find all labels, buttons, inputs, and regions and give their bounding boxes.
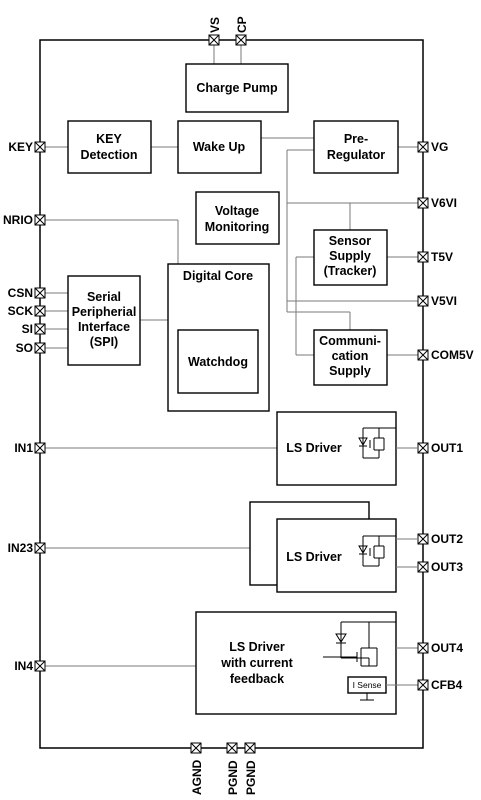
pin-out4[interactable]: OUT4 [417, 641, 463, 655]
pin-pgnd-1[interactable]: PGND [226, 742, 240, 795]
spi-label-line3: Interface [78, 320, 130, 334]
mosfet-icon [323, 621, 397, 667]
ls-driver-4-label-line3: feedback [230, 672, 284, 686]
spi-block: Serial Peripherial Interface (SPI) [67, 275, 141, 366]
wake-up-label: Wake Up [193, 140, 246, 154]
ls-driver-4-label-line1: LS Driver [229, 640, 285, 654]
pin-v5vi-label: V5VI [431, 294, 457, 308]
charge-pump-label: Charge Pump [196, 81, 278, 95]
pin-cp-label: CP [235, 16, 249, 33]
voltage-monitoring-label-line2: Monitoring [205, 220, 270, 234]
pin-cp[interactable]: CP [235, 16, 249, 46]
pin-key[interactable]: KEY [8, 140, 46, 154]
ls-driver-4-label-line2: with current [220, 656, 293, 670]
pin-so[interactable]: SO [16, 341, 46, 355]
pin-cfb4[interactable]: CFB4 [417, 678, 463, 692]
pin-t5v-label: T5V [431, 250, 453, 264]
voltage-monitoring-label-line1: Voltage [215, 204, 259, 218]
pin-vs[interactable]: VS [208, 17, 222, 46]
digital-core-label: Digital Core [183, 269, 253, 283]
spi-label-line2: Peripherial [72, 305, 137, 319]
left-pins: KEY NRIO CSN SCK SI SO IN1 IN23 [3, 140, 46, 673]
pin-v5vi[interactable]: V5VI [417, 294, 457, 308]
watchdog-block [177, 329, 259, 394]
charge-pump-block: Charge Pump [185, 63, 289, 113]
pin-si-label: SI [22, 322, 33, 336]
pin-nrio-label: NRIO [3, 213, 33, 227]
pin-out1[interactable]: OUT1 [396, 441, 463, 455]
pin-agnd-label: AGND [190, 759, 204, 795]
i-sense-label: I Sense [353, 680, 382, 690]
pin-in23-label: IN23 [8, 541, 34, 555]
ls-driver-23-label: LS Driver [286, 550, 342, 564]
pin-in1-label: IN1 [14, 441, 33, 455]
wake-up-block: Wake Up [177, 120, 262, 174]
bottom-pins: AGND PGND PGND [190, 742, 258, 795]
pin-in4-label: IN4 [14, 659, 33, 673]
watchdog-label: Watchdog [188, 355, 248, 369]
mosfet-icon [358, 427, 397, 459]
pin-out4-label: OUT4 [431, 641, 463, 655]
communication-supply-label-line1: Communi- [319, 334, 381, 348]
pin-vg[interactable]: VG [417, 140, 448, 154]
pin-out2-label: OUT2 [431, 532, 463, 546]
ls-driver-1-block: LS Driver [276, 411, 397, 486]
ls-driver-23-block: LS Driver [249, 501, 397, 593]
spi-label-line1: Serial [87, 290, 121, 304]
communication-supply-block: Communi- cation Supply [313, 329, 388, 386]
pin-nrio[interactable]: NRIO [3, 213, 46, 227]
key-detection-label-line2: Detection [81, 148, 138, 162]
pin-com5v-label: COM5V [431, 348, 474, 362]
pin-si[interactable]: SI [22, 322, 46, 336]
pin-agnd[interactable]: AGND [190, 742, 204, 795]
sensor-supply-label-line2: Supply [329, 249, 371, 263]
key-detection-block: KEY Detection [67, 120, 152, 174]
pin-t5v[interactable]: T5V [417, 250, 453, 264]
pin-cfb4-label: CFB4 [431, 678, 463, 692]
pin-sck-label: SCK [8, 304, 34, 318]
communication-supply-label-line2: cation [332, 349, 369, 363]
pin-in1[interactable]: IN1 [14, 441, 46, 455]
pin-v6vi-label: V6VI [431, 196, 457, 210]
pin-v6vi[interactable]: V6VI [417, 196, 457, 210]
digital-core-block: Digital Core Watchdog [167, 263, 270, 412]
pin-csn[interactable]: CSN [8, 286, 46, 300]
pin-out2[interactable]: OUT2 [396, 532, 463, 546]
spi-label-line4: (SPI) [90, 335, 118, 349]
pin-out3[interactable]: OUT3 [396, 560, 463, 574]
pin-in23[interactable]: IN23 [8, 541, 46, 555]
voltage-monitoring-block: Voltage Monitoring [195, 191, 280, 245]
key-detection-label-line1: KEY [96, 132, 122, 146]
communication-supply-label-line3: Supply [329, 364, 371, 378]
right-pins: VG V6VI T5V V5VI COM5V OUT1 OUT2 [396, 140, 474, 692]
pin-pgnd-2-label: PGND [244, 760, 258, 795]
pin-out1-label: OUT1 [431, 441, 463, 455]
sensor-supply-label-line1: Sensor [329, 234, 372, 248]
pin-key-label: KEY [8, 140, 33, 154]
pin-csn-label: CSN [8, 286, 33, 300]
ls-driver-1-label: LS Driver [286, 441, 342, 455]
pin-vg-label: VG [431, 140, 448, 154]
ls-driver-4-block: LS Driver with current feedback I Sense [195, 611, 423, 715]
sensor-supply-label-line3: (Tracker) [324, 264, 377, 278]
pin-pgnd-2[interactable]: PGND [244, 742, 258, 795]
pin-vs-label: VS [208, 17, 222, 33]
pin-com5v[interactable]: COM5V [417, 348, 474, 362]
pin-out3-label: OUT3 [431, 560, 463, 574]
mosfet-icon [358, 535, 397, 567]
pre-regulator-label-line2: Regulator [327, 148, 385, 162]
top-pins: VS CP [208, 16, 249, 46]
pin-pgnd-1-label: PGND [226, 760, 240, 795]
pin-so-label: SO [16, 341, 33, 355]
sensor-supply-block: Sensor Supply (Tracker) [313, 229, 388, 286]
pin-sck[interactable]: SCK [8, 304, 46, 318]
pin-in4[interactable]: IN4 [14, 659, 46, 673]
pre-regulator-block: Pre- Regulator [313, 120, 399, 174]
pre-regulator-label-line1: Pre- [344, 132, 368, 146]
